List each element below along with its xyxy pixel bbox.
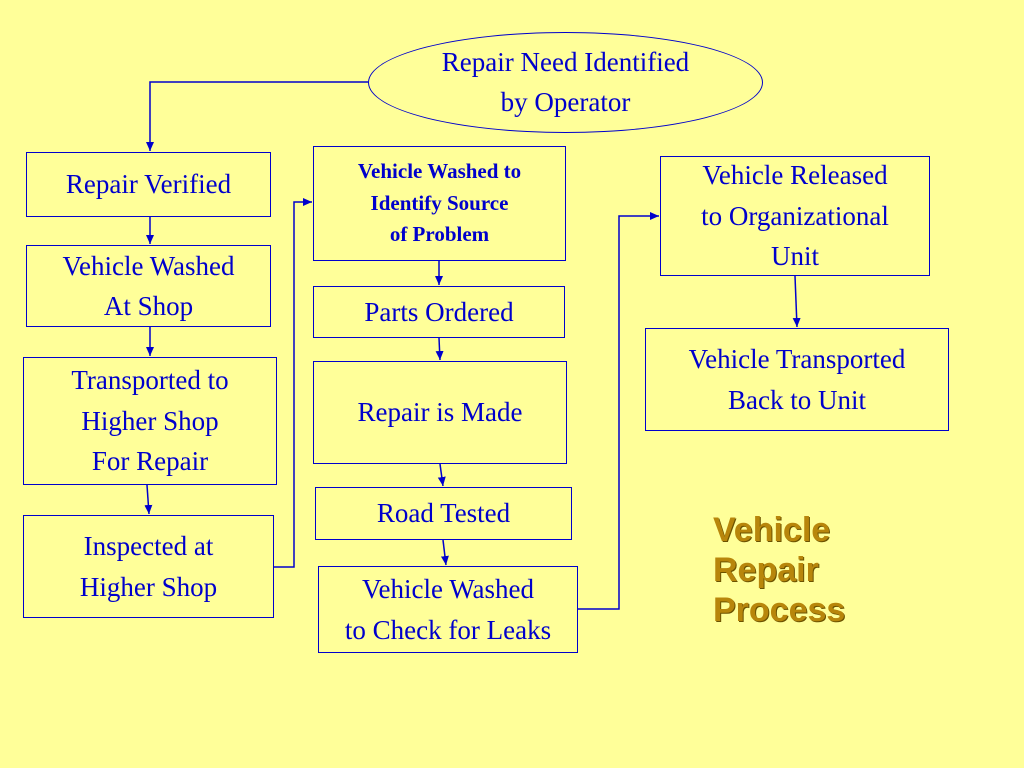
node-vehicle-released: Vehicle Released to Organizational Unit (660, 156, 930, 276)
node-inspected-at-higher-shop: Inspected at Higher Shop (23, 515, 274, 618)
arrow-transported-to-inspected (144, 484, 153, 515)
node-vehicle-washed-check-leaks: Vehicle Washed to Check for Leaks (318, 566, 578, 653)
arrow-inspected-to-washed-identify (274, 198, 312, 568)
arrow-released-to-transported-back (792, 275, 801, 328)
node-road-tested: Road Tested (315, 487, 572, 540)
node-transported-to-higher-shop: Transported to Higher Shop For Repair (23, 357, 277, 485)
arrow-repair-made-to-road-tested (437, 463, 446, 487)
node-repair-need-identified: Repair Need Identified by Operator (368, 32, 763, 133)
node-vehicle-washed-at-shop: Vehicle Washed At Shop (26, 245, 271, 327)
arrow-road-tested-to-washed-leaks (440, 539, 449, 566)
node-repair-is-made: Repair is Made (313, 361, 567, 464)
diagram-title: Vehicle Repair Process (713, 511, 846, 630)
arrow-parts-ordered-to-repair-made (435, 337, 444, 361)
node-vehicle-transported-back: Vehicle Transported Back to Unit (645, 328, 949, 431)
arrow-washed-leaks-to-released (578, 212, 659, 610)
arrow-repair-need-to-repair-verified (146, 81, 368, 151)
node-repair-verified: Repair Verified (26, 152, 271, 217)
node-parts-ordered: Parts Ordered (313, 286, 565, 338)
node-vehicle-washed-identify-source: Vehicle Washed to Identify Source of Pro… (313, 146, 566, 261)
